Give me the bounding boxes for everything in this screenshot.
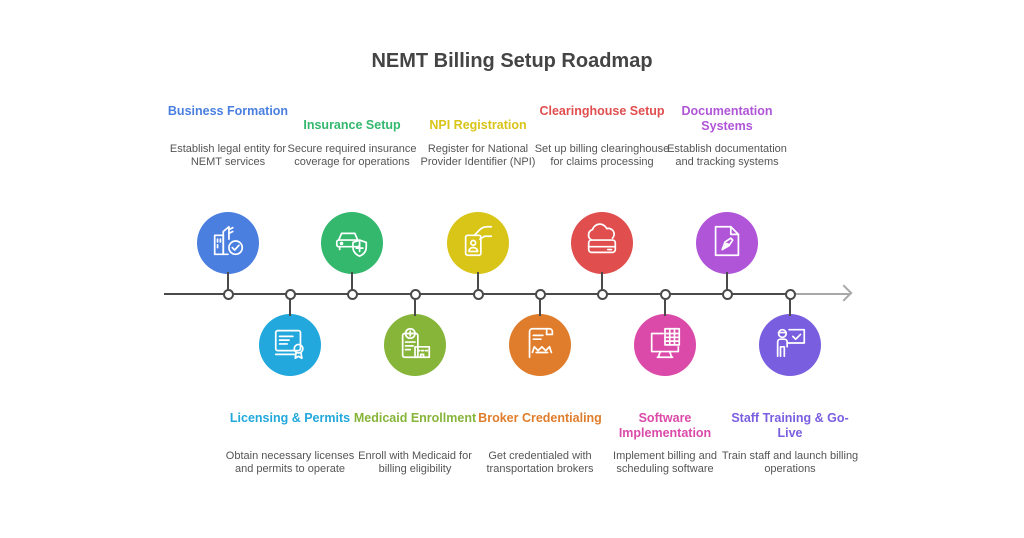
step-description: Enroll with Medicaid for billing eligibi… [358, 450, 472, 475]
monitor-spreadsheet-icon [646, 324, 684, 367]
connector-stem [664, 298, 666, 316]
step-description: Get credentialed with transportation bro… [486, 450, 594, 475]
step-icon-circle [509, 314, 571, 376]
timeline-node [222, 288, 234, 300]
timeline-node [659, 288, 671, 300]
timeline-node [346, 288, 358, 300]
step-icon-circle [759, 314, 821, 376]
step-label: Medicaid Enrollment [353, 411, 477, 425]
step-label: Broker Credentialing [478, 411, 602, 425]
id-card-hand-icon [459, 222, 497, 265]
step-description: Set up billing clearinghouse for claims … [534, 143, 670, 168]
timeline-node [409, 288, 421, 300]
diagram-title: NEMT Billing Setup Roadmap [371, 50, 653, 72]
connector-stem [539, 298, 541, 316]
connector-stem [414, 298, 416, 316]
connector-stem [289, 298, 291, 316]
step-icon-circle [259, 314, 321, 376]
timeline-tail [792, 293, 850, 295]
certificate-icon [271, 324, 309, 367]
timeline-node [472, 288, 484, 300]
step-description: Obtain necessary licenses and permits to… [225, 450, 355, 475]
step-label: Business Formation [167, 104, 289, 118]
step-icon-circle [634, 314, 696, 376]
step-description: Secure required insurance coverage for o… [287, 143, 417, 168]
building-check-icon [209, 222, 247, 265]
trainer-board-icon [771, 324, 809, 367]
timeline-node [784, 288, 796, 300]
step-description: Implement billing and scheduling softwar… [613, 450, 717, 475]
step-label: Documentation Systems [681, 104, 773, 133]
step-icon-circle [384, 314, 446, 376]
connector-stem [601, 272, 603, 290]
step-description: Train staff and launch billing operation… [721, 450, 859, 475]
step-icon-circle [197, 212, 259, 274]
connector-stem [789, 298, 791, 316]
step-description: Establish legal entity for NEMT services [169, 143, 287, 168]
timeline-node [284, 288, 296, 300]
step-label: Clearinghouse Setup [539, 104, 665, 118]
step-icon-circle [696, 212, 758, 274]
connector-stem [227, 272, 229, 290]
contract-handshake-icon [521, 324, 559, 367]
connector-stem [351, 272, 353, 290]
step-label: Software Implementation [618, 411, 712, 440]
arrow-right-icon [835, 284, 853, 302]
step-icon-circle [571, 212, 633, 274]
cloud-server-icon [583, 222, 621, 265]
step-label: NPI Registration [429, 118, 527, 132]
connector-stem [477, 272, 479, 290]
step-description: Register for National Provider Identifie… [420, 143, 536, 168]
step-label: Insurance Setup [303, 118, 401, 132]
step-icon-circle [321, 212, 383, 274]
document-pen-icon [708, 222, 746, 265]
step-label: Staff Training & Go-Live [731, 411, 849, 440]
car-shield-icon [333, 222, 371, 265]
timeline-node [721, 288, 733, 300]
connector-stem [726, 272, 728, 290]
step-label: Licensing & Permits [229, 411, 351, 425]
step-description: Establish documentation and tracking sys… [667, 143, 787, 168]
hospital-icon [396, 324, 434, 367]
timeline-node [534, 288, 546, 300]
timeline-node [596, 288, 608, 300]
step-icon-circle [447, 212, 509, 274]
